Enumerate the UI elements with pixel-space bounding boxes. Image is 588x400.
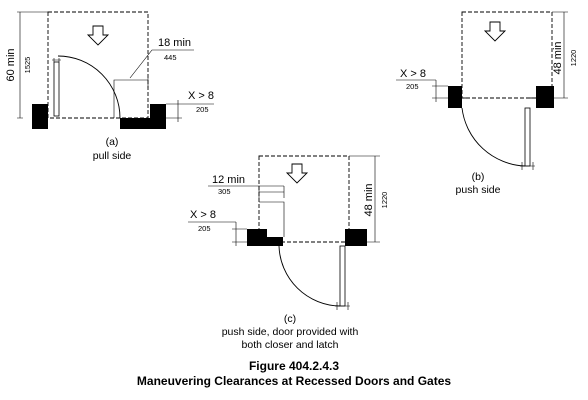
a-direction-arrow	[86, 25, 110, 46]
c-latch-clearance	[259, 201, 285, 237]
b-height-metric: 1220	[569, 50, 578, 67]
b-direction-arrow	[483, 21, 507, 42]
b-depth-label: X > 8	[400, 68, 426, 80]
a-caption: pull side	[93, 150, 132, 162]
a-letter: (a)	[106, 136, 119, 148]
c-direction-arrow	[285, 163, 309, 184]
c-door-leaf	[339, 245, 346, 307]
b-wall-right	[536, 86, 554, 108]
c-width-label: 12 min	[212, 174, 245, 186]
a-wall-left	[32, 104, 48, 129]
b-door-swing-arc	[461, 107, 526, 167]
b-height-label: 48 min	[552, 41, 564, 74]
a-latch-clearance	[113, 79, 148, 118]
diagram-b: 48 min 1220 X > 8 205 (b) push side	[396, 11, 578, 196]
c-letter: (c)	[284, 313, 296, 325]
a-door-hardware	[52, 58, 61, 62]
c-height-metric: 1220	[380, 192, 389, 209]
figure-title: Maneuvering Clearances at Recessed Doors…	[137, 374, 451, 388]
c-clear-floor-space	[258, 155, 350, 243]
b-caption: push side	[456, 184, 501, 196]
figure-number: Figure 404.2.4.3	[249, 359, 339, 373]
diagram-c: 48 min 1220 12 min 305 X > 8 205 (c) pus…	[188, 155, 389, 351]
a-depth-label: X > 8	[188, 90, 214, 102]
a-height-label: 60 min	[5, 48, 17, 81]
c-wall-left-return	[247, 237, 283, 246]
c-depth-label: X > 8	[190, 209, 216, 221]
a-depth-dimension	[166, 100, 214, 122]
a-wall-right-return	[120, 118, 166, 129]
c-depth-metric: 205	[198, 224, 211, 233]
c-caption-line2: both closer and latch	[242, 339, 339, 351]
c-wall-right	[345, 229, 367, 246]
a-door-leaf	[53, 61, 60, 117]
c-door-swing-arc	[278, 245, 341, 307]
c-width-metric: 305	[218, 187, 231, 196]
b-door-leaf	[524, 107, 531, 167]
c-height-label: 48 min	[363, 183, 375, 216]
a-width-label: 18 min	[158, 37, 191, 49]
a-width-dimension	[129, 49, 194, 88]
c-depth-dimension	[188, 221, 259, 246]
a-depth-metric: 205	[196, 105, 209, 114]
diagram-a: 60 min 1525 18 min 445 X > 8 205 (a) pul…	[5, 11, 214, 162]
b-letter: (b)	[472, 171, 485, 183]
b-wall-left	[448, 86, 462, 108]
a-clear-floor-space	[47, 11, 149, 119]
b-clear-floor-space	[461, 11, 553, 99]
c-caption-line1: push side, door provided with	[222, 326, 359, 338]
a-width-metric: 445	[164, 53, 177, 62]
a-height-dimension	[17, 11, 48, 119]
c-width-dimension	[208, 185, 285, 198]
b-depth-dimension	[396, 79, 462, 102]
a-door-swing-arc	[57, 55, 121, 119]
b-height-dimension	[552, 11, 568, 99]
a-height-metric: 1525	[23, 57, 32, 74]
c-height-dimension	[349, 155, 380, 243]
b-depth-metric: 205	[406, 82, 419, 91]
